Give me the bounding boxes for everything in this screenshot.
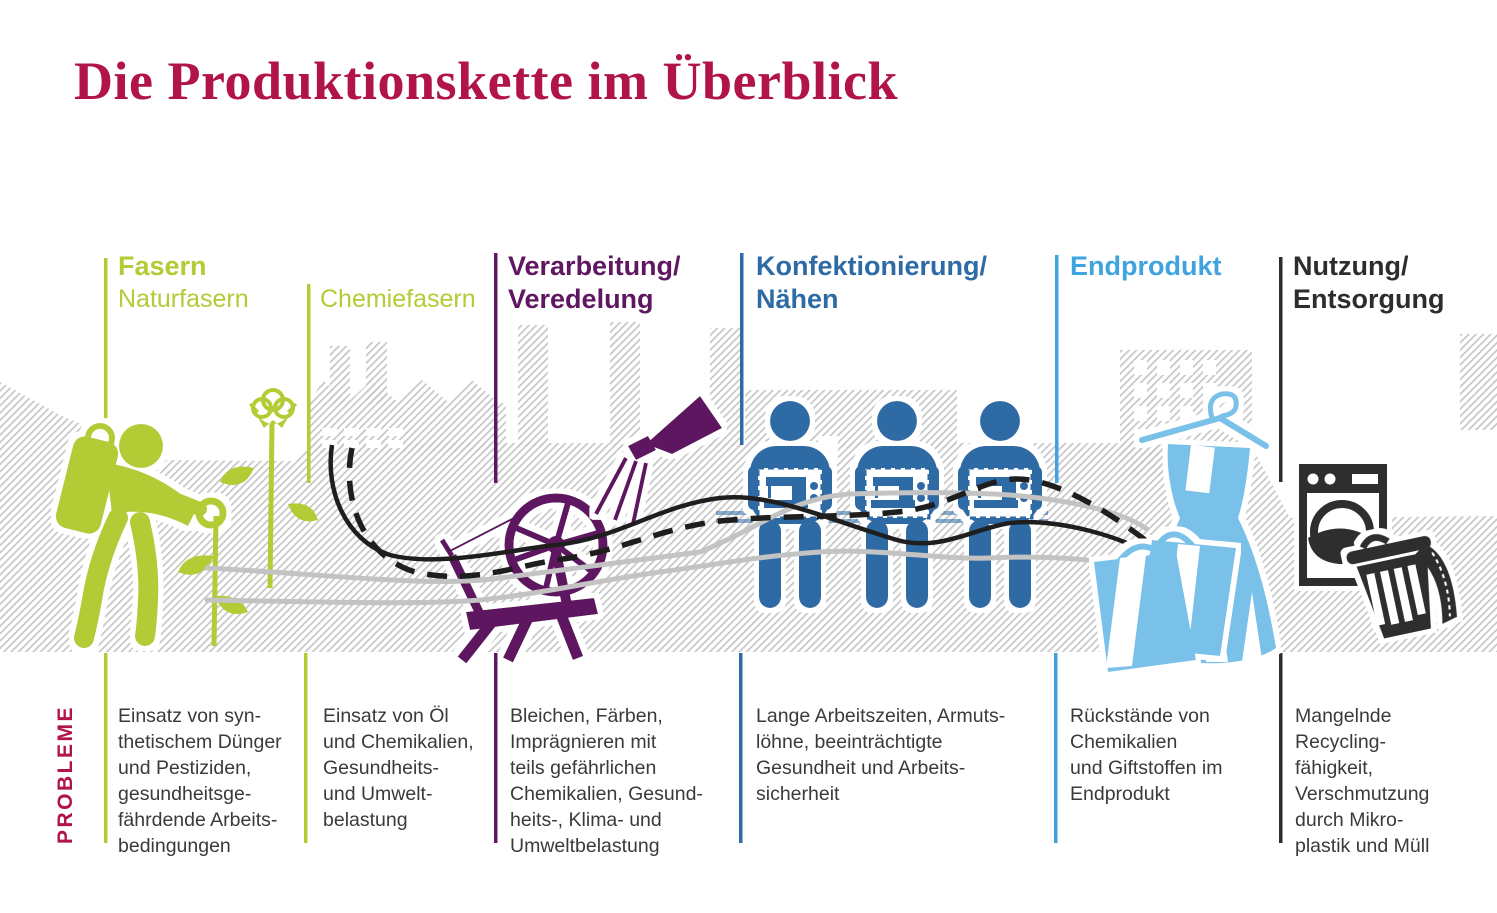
cotton-plant-icon xyxy=(178,388,318,647)
stage-label-nutzung: Nutzung/ Entsorgung xyxy=(1293,251,1445,314)
stage-label-fasern: Fasern xyxy=(118,251,207,281)
stage-label-endprodukt: Endprodukt xyxy=(1070,251,1222,281)
laundry-basket-icon xyxy=(1346,533,1458,639)
shopping-bags-icon xyxy=(1094,531,1236,672)
problem-text-fasern: Einsatz von syn- thetischem Dünger und P… xyxy=(118,705,282,857)
page-title: Die Produktionskette im Überblick xyxy=(74,51,898,111)
divider-endprodukt xyxy=(1055,255,1059,483)
problems-heading: PROBLEME xyxy=(54,704,77,844)
spinning-wheel-icon xyxy=(439,493,608,664)
column-dividers-top xyxy=(104,253,1283,483)
farmer-picking-cotton-icon xyxy=(55,423,227,648)
thread-lines xyxy=(204,444,1152,606)
problem-text-chemiefasern: Einsatz von Öl und Chemikalien, Gesundhe… xyxy=(323,705,474,831)
stage-sublabel-naturfasern: Naturfasern xyxy=(118,285,249,313)
divider-verarbeitung xyxy=(494,253,498,483)
stage-label-verarbeitung: Verarbeitung/ Veredelung xyxy=(508,251,681,314)
divider-fasern xyxy=(104,258,108,448)
divider-nutzung xyxy=(1279,257,1283,482)
problem-text-nutzung: Mangelnde Recycling- fähigkeit, Verschmu… xyxy=(1295,705,1430,857)
divider-chemiefasern xyxy=(307,284,311,483)
problem-text-endprodukt: Rückstände von Chemikalien und Giftstoff… xyxy=(1070,705,1223,805)
stage-sublabel-chemiefasern: Chemiefasern xyxy=(320,285,476,313)
spray-gun-icon xyxy=(594,396,722,525)
divider-konfektionierung xyxy=(740,253,744,445)
problem-text-konfektionierung: Lange Arbeitszeiten, Armuts- löhne, beei… xyxy=(756,705,1006,805)
column-dividers-problems xyxy=(104,653,1283,843)
problem-text-verarbeitung: Bleichen, Färben, Imprägnieren mit teils… xyxy=(510,705,703,857)
stage-label-konfektionierung: Konfektionierung/ Nähen xyxy=(756,251,987,314)
